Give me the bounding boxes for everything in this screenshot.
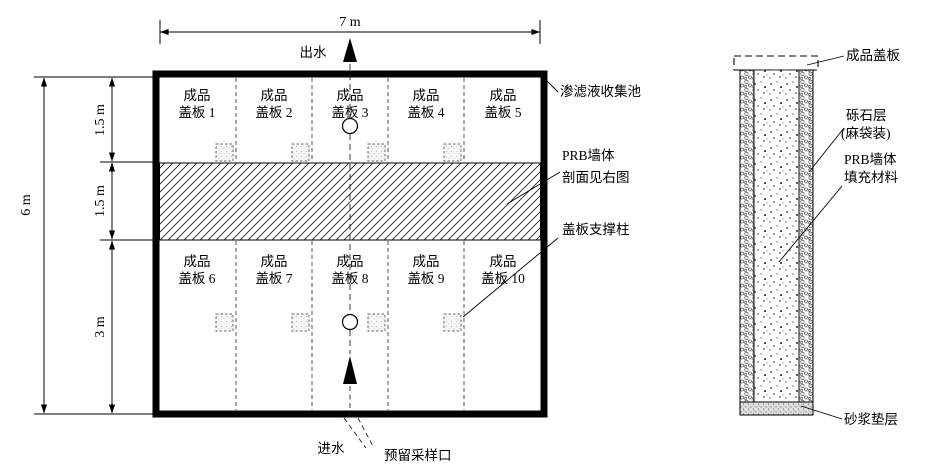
- support-column: [443, 143, 462, 162]
- section-cover-plate: [733, 55, 819, 71]
- support-column: [291, 143, 310, 162]
- section-prb-fill: [753, 69, 800, 403]
- sampling-port-top: [341, 117, 359, 135]
- support-columns-top: [215, 143, 462, 162]
- cover-label: 盖板 3: [331, 105, 368, 120]
- callout-pool: 渗滤液收集池: [560, 84, 641, 99]
- cover-labels-bottom: 成品 盖板 6 成品 盖板 7 成品 盖板 8 成品 盖板 9 成品 盖板 10: [178, 254, 525, 286]
- cover-label: 成品: [413, 88, 440, 103]
- outflow-arrow-icon: [343, 38, 357, 62]
- outflow-label: 出水: [300, 45, 327, 60]
- section-gravel-left: [739, 69, 755, 403]
- support-column: [443, 313, 462, 332]
- support-column: [367, 313, 386, 332]
- sampling-port-bottom: [341, 313, 359, 331]
- cover-plate-dividers: [235, 78, 465, 410]
- section-label-gravel-line1: 砾石层: [846, 108, 887, 123]
- dim-label-total-height: 6 m: [19, 194, 34, 216]
- leader-line: [778, 185, 843, 263]
- left-dimensions: [34, 76, 156, 415]
- cover-label: 成品: [261, 254, 288, 269]
- section-mortar-layer: [739, 401, 814, 416]
- section-leaders: [778, 55, 845, 420]
- top-width-dimension: [159, 20, 541, 44]
- leader-line: [506, 171, 561, 205]
- sampling-leaders: [343, 386, 375, 449]
- support-column: [215, 313, 234, 332]
- section-label-mortar: 砂浆垫层: [844, 412, 898, 427]
- section-label-fill-line2: 填充材料: [844, 170, 898, 185]
- cover-label: 成品: [261, 88, 288, 103]
- cover-label: 成品: [490, 88, 517, 103]
- cover-label: 盖板 5: [484, 105, 521, 120]
- leader-line: [800, 405, 843, 420]
- dim-label-row1: 1.5 m: [93, 104, 108, 136]
- section-label-cover: 成品盖板: [846, 48, 900, 63]
- cover-label: 盖板 4: [407, 105, 444, 120]
- prb-cross-section: 成品盖板 砾石层 (麻袋装) PRB墙体 填充材料 砂浆垫层: [733, 48, 900, 427]
- support-column: [291, 313, 310, 332]
- dim-label-width: 7 m: [339, 15, 361, 30]
- leader-line: [462, 237, 559, 318]
- cover-label: 成品: [413, 254, 440, 269]
- plan-callout-leaders: [462, 78, 561, 318]
- section-label-gravel-line2: (麻袋装): [841, 126, 891, 141]
- inflow-arrow-icon: [343, 356, 357, 384]
- cover-label: 盖板 9: [407, 271, 444, 286]
- callout-prb-wall-line1: PRB墙体: [562, 148, 615, 163]
- callout-support-column: 盖板支撑柱: [562, 222, 630, 237]
- cover-label: 盖板 7: [255, 271, 292, 286]
- support-columns-bottom: [215, 313, 462, 332]
- support-column: [215, 143, 234, 162]
- cover-labels-top: 成品 盖板 1 成品 盖板 2 成品 盖板 3 成品 盖板 4 成品 盖板 5: [178, 88, 521, 120]
- support-column: [367, 143, 386, 162]
- cover-label: 成品: [184, 88, 211, 103]
- inflow-label: 进水: [318, 441, 345, 456]
- cover-label: 盖板 1: [178, 105, 215, 120]
- cover-label: 成品: [337, 254, 364, 269]
- section-label-fill-line1: PRB墙体: [844, 152, 897, 167]
- cover-label: 成品: [184, 254, 211, 269]
- leader-line: [544, 78, 559, 93]
- sampling-port-label: 预留采样口: [384, 448, 452, 463]
- cover-label: 成品: [490, 254, 517, 269]
- callout-prb-wall-line2: 剖面见右图: [562, 170, 630, 185]
- leader-line: [808, 127, 845, 173]
- leader-line: [806, 55, 845, 66]
- dim-label-row2: 1.5 m: [93, 185, 108, 217]
- dim-label-row3: 3 m: [93, 316, 108, 338]
- cover-label: 盖板 6: [178, 271, 215, 286]
- cover-label: 盖板 2: [255, 105, 292, 120]
